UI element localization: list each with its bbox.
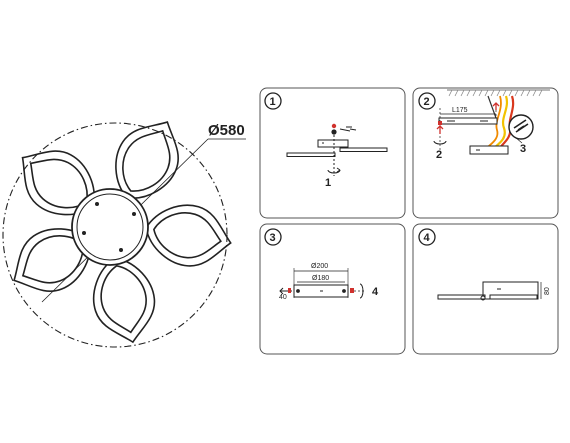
- detail-leader: [514, 136, 523, 144]
- hub-screw: [95, 202, 99, 206]
- center-hub-outer: [71, 188, 149, 266]
- step-number-3: 3: [270, 232, 276, 244]
- lamp-arm-right: [489, 294, 538, 300]
- terminal-block-icon: [513, 119, 529, 133]
- lamp-top-view: Ø580: [0, 107, 246, 350]
- rotate-arrow-icon: [359, 283, 364, 299]
- outer-dimension-label: Ø200: [311, 263, 328, 270]
- step-badge-1: [264, 92, 282, 110]
- step1-drawing: [286, 123, 388, 176]
- mount-bracket: [317, 139, 349, 148]
- up-arrow-red: [436, 125, 444, 134]
- inner-dimension-label: Ø180: [312, 275, 329, 282]
- step-number-4: 4: [424, 232, 431, 244]
- petal-bottom-right: [84, 250, 164, 350]
- up-arrow-red: [492, 102, 500, 110]
- hub-screw: [119, 248, 123, 252]
- side-dimension-label: 40: [279, 294, 287, 301]
- center-hub-inner: [76, 193, 144, 261]
- step-number-1: 1: [270, 96, 276, 108]
- base-screw: [342, 289, 346, 293]
- red-marker-icon: [288, 288, 291, 293]
- red-marker-icon: [350, 288, 354, 293]
- step2-drawing: L175 2 3: [433, 89, 550, 161]
- diameter-label: Ø580: [208, 122, 245, 139]
- lamp-arm-left: [437, 294, 486, 300]
- step-badge-4: [418, 228, 436, 246]
- step-badge-3: [264, 228, 282, 246]
- step4-drawing: [437, 281, 542, 301]
- hub-screw: [132, 212, 136, 216]
- step3-drawing: [279, 268, 366, 299]
- rotate-arrow-icon: [327, 169, 341, 174]
- step-number-2: 2: [424, 96, 430, 108]
- rotate-arrow-icon: [433, 140, 447, 145]
- connector-detail-circle: [508, 114, 534, 140]
- length-label: L175: [452, 107, 468, 114]
- red-marker-icon: [438, 121, 442, 125]
- lamp-arm-right: [339, 147, 388, 152]
- hub-screw: [82, 231, 86, 235]
- rotate-arrow-head: [336, 167, 341, 173]
- lamp-arm-left: [286, 152, 336, 157]
- arm-joint: [480, 295, 486, 301]
- screw-head-icon: [331, 129, 337, 135]
- step2-callout-2: 2: [436, 149, 442, 161]
- outer-diameter-circle: [2, 122, 228, 348]
- petal-right: [139, 197, 237, 274]
- height-dimension-label: 80: [544, 287, 551, 295]
- wire-yellow: [491, 95, 508, 151]
- red-marker-icon: [331, 123, 337, 129]
- base-screw: [296, 289, 300, 293]
- step3-callout-4: 4: [372, 286, 379, 298]
- step-badge-2: [418, 92, 436, 110]
- ceiling-hatch: [447, 89, 550, 97]
- step2-callout-3: 3: [520, 143, 526, 155]
- screwdriver-icon: [339, 126, 357, 132]
- lamp-body: [469, 145, 509, 155]
- step1-callout-1: 1: [325, 177, 331, 189]
